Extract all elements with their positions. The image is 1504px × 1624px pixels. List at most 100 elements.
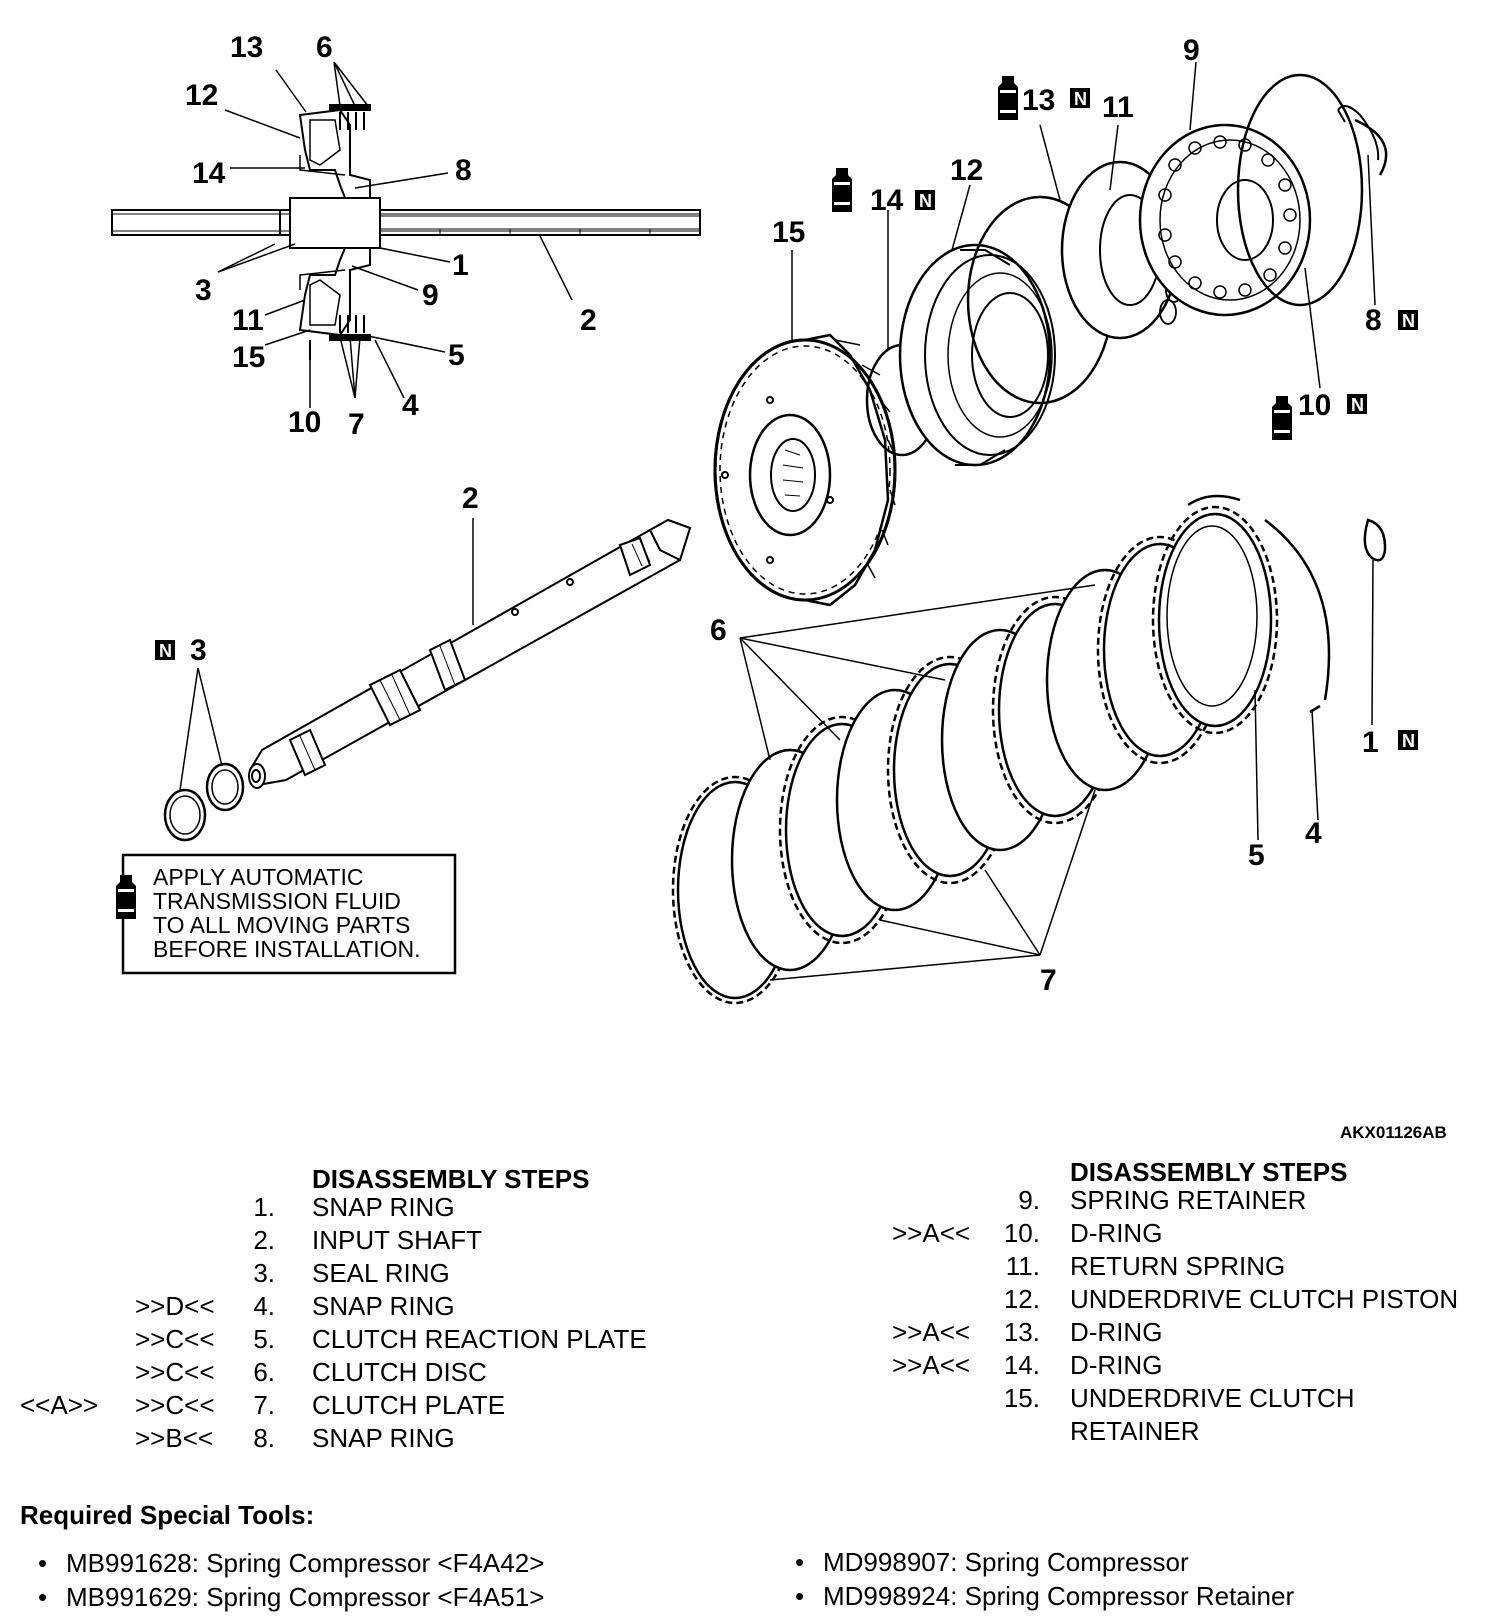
step-mark: >>A<< bbox=[892, 1218, 971, 1248]
exploded-leaders bbox=[791, 61, 1376, 389]
svg-text:N: N bbox=[159, 641, 172, 661]
callout-2: 2 bbox=[462, 482, 479, 515]
step-num: 12. bbox=[1003, 1284, 1040, 1314]
step-num: 1. bbox=[253, 1192, 275, 1222]
step-row: >>A<<10.D-RING bbox=[0, 1218, 1504, 1251]
step-row: >>B<<8.SNAP RING bbox=[0, 1423, 1504, 1456]
callout-5: 5 bbox=[1248, 839, 1265, 872]
callout-15: 15 bbox=[772, 216, 805, 249]
clutch-pack-leaders bbox=[739, 559, 1374, 981]
bullet-icon: • bbox=[38, 1582, 48, 1612]
cross-section-leaders bbox=[217, 61, 573, 408]
step-row: 12. UNDERDRIVE CLUTCH PISTON bbox=[0, 1284, 1504, 1317]
callout-7: 7 bbox=[348, 408, 365, 441]
step-num: 15. bbox=[1003, 1383, 1040, 1413]
n-mark-icon: N bbox=[1398, 310, 1418, 331]
step-mark: >>C<< bbox=[135, 1390, 215, 1420]
step-num: 2. bbox=[253, 1225, 275, 1255]
step-name: CLUTCH PLATE bbox=[312, 1390, 506, 1420]
step-mark: >>A<< bbox=[892, 1350, 971, 1380]
bullet-icon: • bbox=[38, 1548, 48, 1578]
atf-bottle-icon bbox=[1272, 396, 1292, 440]
callout-8: 8 bbox=[455, 154, 472, 187]
step-name: SEAL RING bbox=[312, 1258, 450, 1288]
svg-text:N: N bbox=[1351, 395, 1364, 415]
callout-11: 11 bbox=[232, 304, 264, 337]
n-mark-icon: N bbox=[1398, 730, 1418, 751]
step-name: D-RING bbox=[1070, 1317, 1163, 1347]
clutch-pack bbox=[671, 494, 1387, 1005]
step-num: 4. bbox=[253, 1291, 275, 1321]
step-row: >>C<< 6. CLUTCH DISC bbox=[0, 1357, 1504, 1390]
tool-item: • MB991628: Spring Compressor <F4A42> bbox=[38, 1548, 544, 1579]
callout-6: 6 bbox=[710, 614, 727, 647]
n-mark-icon: N bbox=[915, 190, 935, 211]
step-row: 15. UNDERDRIVE CLUTCH bbox=[0, 1383, 1504, 1416]
input-shaft bbox=[248, 518, 692, 789]
step-name: UNDERDRIVE CLUTCH bbox=[1070, 1383, 1355, 1413]
step-name: SNAP RING bbox=[312, 1291, 455, 1321]
step-mark: >>A<< bbox=[892, 1317, 971, 1347]
exploded-parts bbox=[713, 73, 1388, 607]
callout-6: 6 bbox=[316, 31, 333, 64]
tool-label: MB991628: Spring Compressor <F4A42> bbox=[66, 1548, 545, 1578]
bullet-icon: • bbox=[795, 1581, 805, 1611]
atf-bottle-icon bbox=[998, 76, 1018, 120]
figure-id: AKX01126AB bbox=[1340, 1123, 1447, 1142]
step-row: >>A<< 13. D-RING bbox=[0, 1317, 1504, 1350]
svg-text:N: N bbox=[1402, 311, 1415, 331]
callout-4: 4 bbox=[1305, 817, 1322, 850]
n-mark-icon: N bbox=[1070, 88, 1090, 109]
atf-bottle-icon bbox=[832, 168, 852, 212]
seal-rings bbox=[163, 762, 245, 842]
callout-4: 4 bbox=[402, 389, 419, 422]
clutch-piston bbox=[898, 243, 1056, 467]
note-line-2: TRANSMISSION FLUID bbox=[153, 888, 401, 914]
n-mark-icon: N bbox=[1347, 394, 1367, 415]
shaft-leaders bbox=[179, 518, 474, 791]
step-num: 10. bbox=[1003, 1218, 1040, 1248]
step-name: D-RING bbox=[1070, 1350, 1163, 1380]
step-name: SNAP RING bbox=[312, 1423, 455, 1453]
callout-9: 9 bbox=[1183, 34, 1200, 67]
note-line-3: TO ALL MOVING PARTS bbox=[153, 912, 410, 938]
clutch-retainer-drum bbox=[713, 333, 897, 607]
callout-2: 2 bbox=[580, 304, 597, 337]
tool-item: • MD998907: Spring Compressor bbox=[795, 1547, 1189, 1578]
callout-14: 14 bbox=[192, 157, 226, 190]
step-pre: <<A>> bbox=[20, 1390, 99, 1420]
step-row: 11.RETURN SPRING bbox=[0, 1251, 1504, 1284]
tool-label: MD998924: Spring Compressor Retainer bbox=[823, 1581, 1295, 1611]
step-mark: >>C<< bbox=[135, 1357, 215, 1387]
callout-10: 10 bbox=[1298, 389, 1331, 422]
tool-item: • MB991629: Spring Compressor <F4A51> bbox=[38, 1582, 544, 1613]
step-row: >>D<< 4. SNAP RING bbox=[0, 1291, 1504, 1324]
step-name: CLUTCH DISC bbox=[312, 1357, 487, 1387]
callout-1: 1 bbox=[1362, 726, 1379, 759]
svg-text:N: N bbox=[1074, 89, 1087, 109]
step-num: 13. bbox=[1003, 1317, 1040, 1347]
callout-14: 14 bbox=[870, 184, 904, 217]
step-row: >>C<<5.CLUTCH REACTION PLATE bbox=[0, 1324, 1504, 1357]
callout-8: 8 bbox=[1365, 304, 1382, 337]
callout-1: 1 bbox=[452, 249, 469, 282]
note-line-1: APPLY AUTOMATIC bbox=[153, 864, 363, 890]
callout-13: 13 bbox=[1022, 84, 1055, 117]
step-num: 3. bbox=[253, 1258, 275, 1288]
tool-label: MB991629: Spring Compressor <F4A51> bbox=[66, 1582, 545, 1612]
tool-label: MD998907: Spring Compressor bbox=[823, 1547, 1189, 1577]
step-num: 8. bbox=[253, 1423, 275, 1453]
callout-12: 12 bbox=[950, 154, 983, 187]
step-row: 1.SNAP RING bbox=[0, 1192, 1504, 1225]
bullet-icon: • bbox=[795, 1547, 805, 1577]
step-mark: >>D<< bbox=[135, 1291, 215, 1321]
atf-note-box: APPLY AUTOMATIC TRANSMISSION FLUID TO AL… bbox=[116, 853, 457, 975]
steps-right-heading: DISASSEMBLY STEPS bbox=[1070, 1157, 1348, 1187]
callout-5: 5 bbox=[448, 339, 465, 372]
step-num: 5. bbox=[253, 1324, 275, 1354]
step-name: SPRING RETAINER bbox=[1070, 1185, 1307, 1215]
step-num: 6. bbox=[253, 1357, 275, 1387]
step-name: UNDERDRIVE CLUTCH PISTON bbox=[1070, 1284, 1459, 1314]
exploded-view-diagram: 13 6 12 14 8 3 1 9 2 11 15 5 10 7 4 bbox=[111, 31, 1418, 1005]
tool-item: • MD998924: Spring Compressor Retainer bbox=[795, 1581, 1294, 1612]
